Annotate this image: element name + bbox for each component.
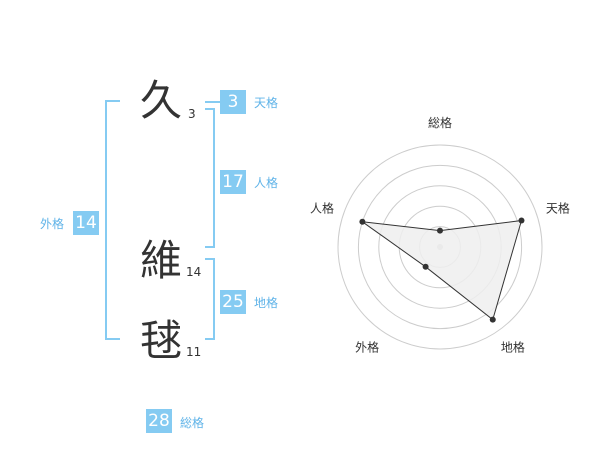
chi-label: 地格 xyxy=(254,296,279,310)
radar-axis-label: 外格 xyxy=(355,339,379,354)
sou-label: 総格 xyxy=(180,416,205,430)
sou-value-badge: 28 xyxy=(146,409,172,433)
radar-axis-label: 地格 xyxy=(501,339,525,354)
radar-axis-label: 天格 xyxy=(546,201,570,216)
char-2-strokes: 14 xyxy=(186,265,202,279)
gai-label: 外格 xyxy=(40,217,65,231)
chi-bracket-bottom xyxy=(205,338,215,340)
ten-label: 天格 xyxy=(254,96,279,110)
char-1-strokes: 3 xyxy=(188,107,196,121)
jin-bracket-top xyxy=(205,108,215,110)
radar-point-1 xyxy=(437,227,443,234)
gai-value-badge: 14 xyxy=(73,211,99,235)
outer-bracket-vertical xyxy=(105,100,107,340)
jin-label: 人格 xyxy=(254,176,279,190)
char-3-strokes: 11 xyxy=(186,345,202,359)
radar-point-4 xyxy=(422,263,429,270)
outer-bracket-top xyxy=(105,100,120,102)
jin-value-badge: 17 xyxy=(220,170,246,194)
char-3: 毬 xyxy=(140,316,183,365)
jin-bracket-bottom xyxy=(205,246,215,248)
radar-ring xyxy=(337,144,543,350)
ten-value-badge: 3 xyxy=(220,90,246,114)
char-2: 維 xyxy=(140,236,183,285)
radar-ring xyxy=(357,164,523,330)
radar-point-2 xyxy=(518,217,525,224)
chi-bracket-vertical xyxy=(213,258,215,340)
radar-point-5 xyxy=(359,218,366,225)
char-1: 久 xyxy=(140,76,183,125)
chi-bracket-top xyxy=(205,258,215,260)
ten-connector xyxy=(205,101,220,103)
radar-axis-label: 人格 xyxy=(310,201,334,216)
radar-axis-label: 総格 xyxy=(428,115,452,130)
radar-series-area xyxy=(362,219,523,321)
jin-bracket-vertical xyxy=(213,108,215,248)
outer-bracket-bottom xyxy=(105,338,120,340)
radar-point-3 xyxy=(489,316,496,323)
chi-value-badge: 25 xyxy=(220,290,246,314)
